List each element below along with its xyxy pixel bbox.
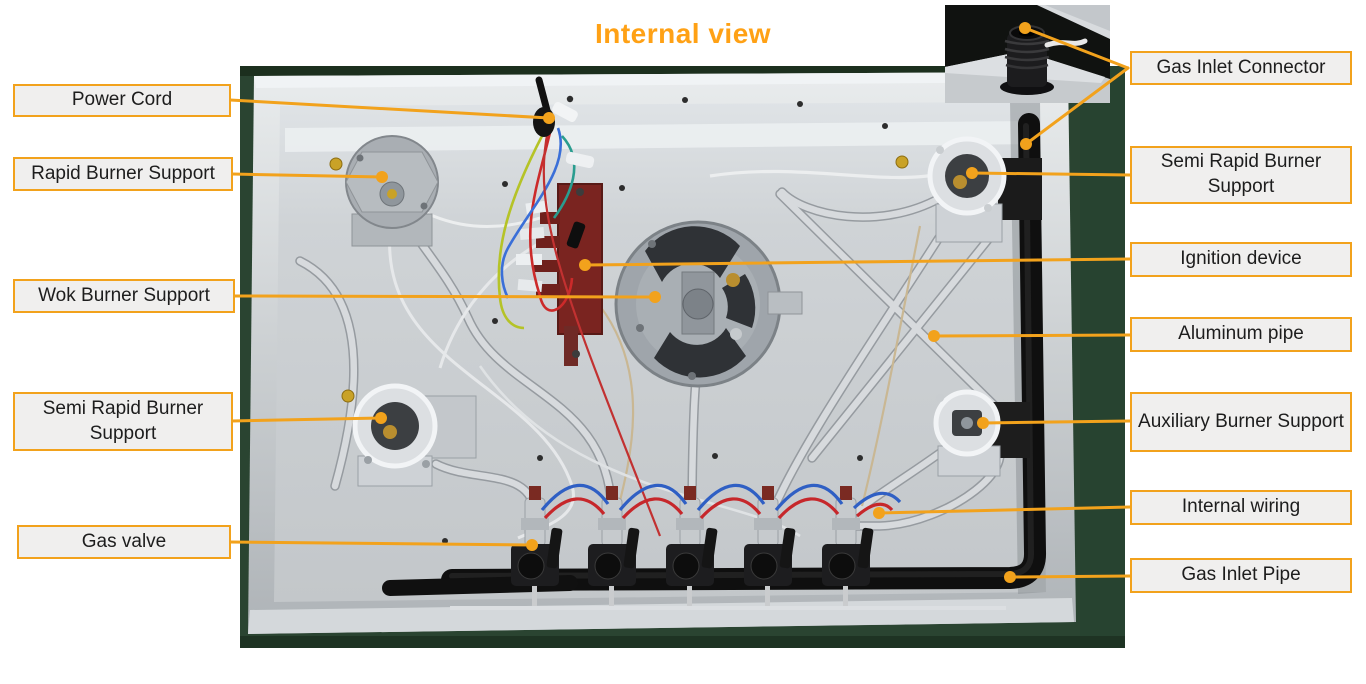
label-gas-inlet-pipe: Gas Inlet Pipe: [1130, 558, 1352, 593]
semi-rapid-burner-support-bottom: [341, 383, 477, 487]
label-rapid-burner-support: Rapid Burner Support: [13, 157, 233, 191]
internal-wire-bundle: [497, 123, 662, 537]
rapid-burner-support: [329, 135, 439, 247]
label-aluminum-pipe: Aluminum pipe: [1130, 317, 1352, 352]
label-gas-inlet-connector: Gas Inlet Connector: [1130, 51, 1352, 85]
label-ignition-device: Ignition device: [1130, 242, 1352, 277]
label-auxiliary-burner-support: Auxiliary Burner Support: [1130, 392, 1352, 452]
gas-valve: [511, 486, 563, 606]
auxiliary-burner-support: [933, 389, 1030, 477]
label-internal-wiring: Internal wiring: [1130, 490, 1352, 525]
gas-valve: [744, 486, 796, 606]
hob-internal-photo: [240, 66, 1125, 648]
label-wok-burner-support: Wok Burner Support: [13, 279, 235, 313]
label-semi-rapid-burner-support-left: Semi Rapid Burner Support: [13, 392, 233, 451]
label-power-cord: Power Cord: [13, 84, 231, 117]
gas-inlet-connector-photo: [945, 5, 1110, 103]
label-gas-valve: Gas valve: [17, 525, 231, 559]
gas-valve: [666, 486, 718, 606]
gas-valve: [822, 486, 874, 606]
page-title: Internal view: [594, 18, 772, 49]
label-semi-rapid-burner-support-right: Semi Rapid Burner Support: [1130, 146, 1352, 204]
gas-valve: [588, 486, 640, 606]
gas-valve-row: [450, 486, 1006, 610]
internal-wiring: [540, 483, 902, 520]
